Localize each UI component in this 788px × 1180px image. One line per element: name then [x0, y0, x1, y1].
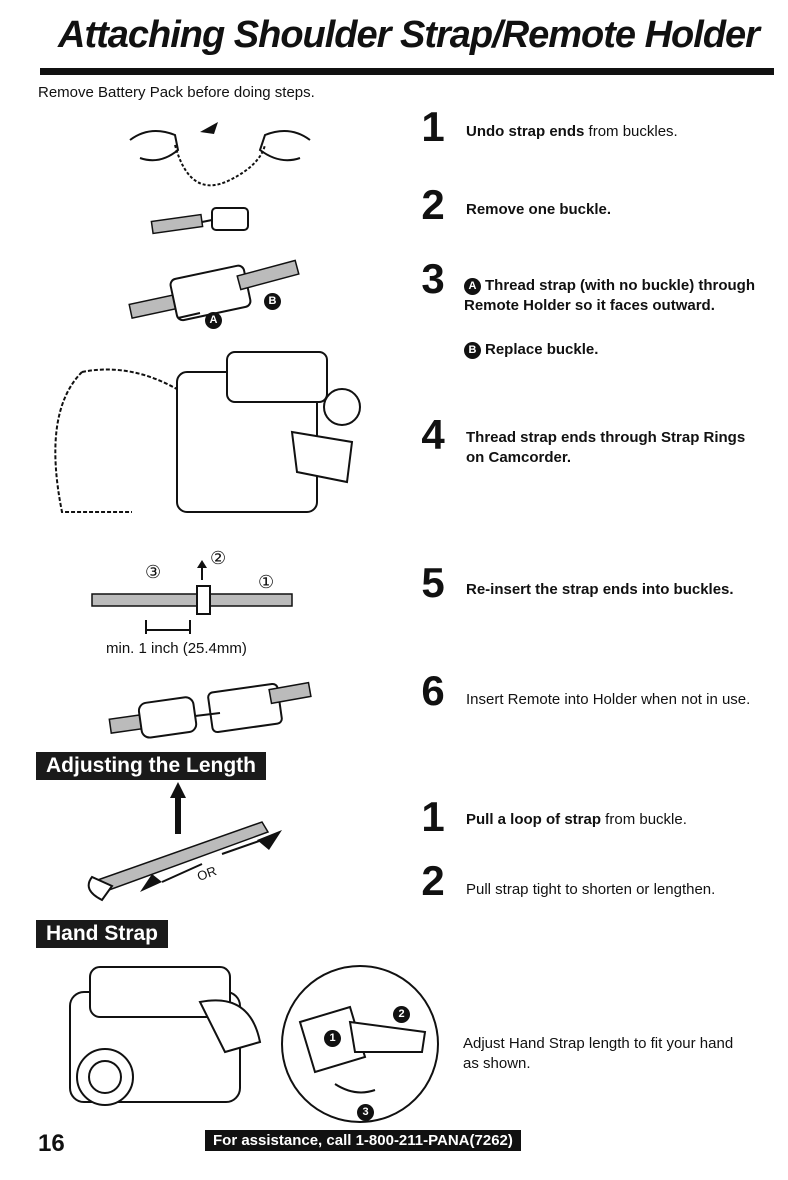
step-2-number: 2 [421, 181, 445, 228]
hand-strap-text: Adjust Hand Strap length to fit your han… [463, 1035, 734, 1072]
badge-b: B [264, 293, 281, 311]
fig-hand-strap [69, 965, 439, 1123]
title-rule [40, 68, 774, 75]
step-5-text: Re-insert the strap ends into buckles. [466, 581, 734, 598]
badge-a: A [205, 312, 222, 330]
hand-badge-3: 3 [357, 1104, 374, 1122]
fig-undo-strap [129, 122, 311, 187]
step-1-text: Undo strap ends from buckles. [466, 123, 678, 140]
step-4-text: Thread strap ends through Strap Rings on… [466, 429, 746, 466]
step-5-number: 5 [421, 559, 445, 606]
fig5-label-3: ③ [145, 562, 162, 582]
step-3-number: 3 [421, 255, 445, 302]
adjust-step-1-text: Pull a loop of strap from buckle. [466, 811, 687, 828]
step-1-number: 1 [421, 103, 445, 150]
step-6-number: 6 [421, 667, 445, 714]
badge-b-inline: B [464, 341, 481, 359]
fig5-caption: min. 1 inch (25.4mm) [106, 640, 247, 657]
fig5-label-2: ② [210, 548, 227, 568]
step-2-text: Remove one buckle. [466, 201, 612, 218]
badge-a-inline: A [464, 277, 481, 295]
adjust-step-2-text: Pull strap tight to shorten or lengthen. [466, 881, 716, 898]
hand-badge-1: 1 [324, 1030, 341, 1048]
step-6-text: Insert Remote into Holder when not in us… [466, 691, 751, 708]
fig-remote-insert [108, 681, 312, 739]
fig-adjust-length [87, 782, 282, 902]
adjusting-heading: Adjusting the Length [36, 752, 266, 780]
fig-strap-buckle [91, 560, 293, 634]
adjust-step-2-number: 2 [421, 857, 445, 904]
fig-camcorder-strap [54, 351, 361, 513]
battery-note: Remove Battery Pack before doing steps. [38, 84, 315, 101]
adjust-step-1-number: 1 [421, 793, 445, 840]
hand-strap-heading: Hand Strap [36, 920, 169, 948]
fig-remove-buckle [150, 207, 249, 235]
fig5-label-1: ① [258, 572, 275, 592]
step-4-number: 4 [421, 411, 445, 458]
assistance-banner: For assistance, call 1-800-211-PANA(7262… [205, 1130, 521, 1151]
hand-badge-2: 2 [393, 1006, 410, 1024]
page-title: Attaching Shoulder Strap/Remote Holder [58, 14, 760, 56]
page-number: 16 [38, 1130, 65, 1157]
